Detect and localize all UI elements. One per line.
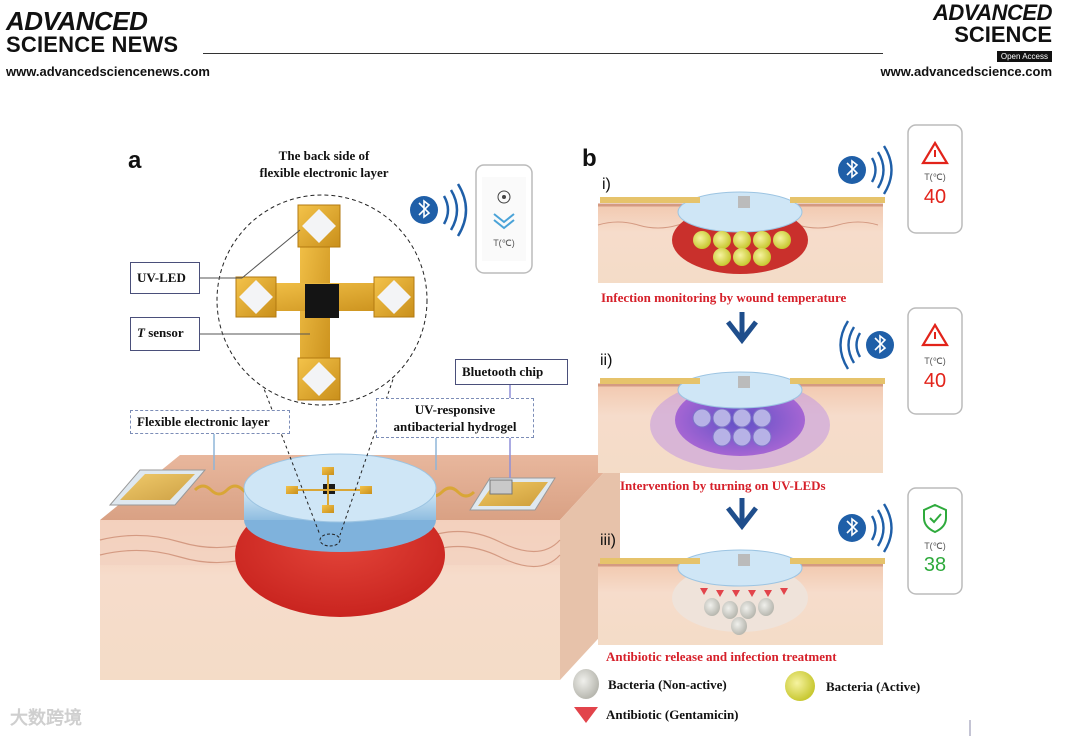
phone-b3 bbox=[907, 487, 963, 595]
alert-icon bbox=[921, 140, 949, 165]
bluetooth-icon-b3 bbox=[838, 503, 893, 553]
legend-antibiotic-label: Antibiotic (Gentamicin) bbox=[606, 707, 739, 722]
bluetooth-chip-label: Bluetooth chip bbox=[455, 359, 568, 385]
alert-icon bbox=[921, 322, 949, 347]
zoom-line-right bbox=[339, 299, 421, 536]
step-iii-antibiotic-drops bbox=[700, 588, 788, 597]
step-iii-illustration bbox=[598, 549, 885, 645]
arrow-down-1 bbox=[726, 312, 758, 345]
legend-antibiotic-swatch bbox=[574, 707, 598, 723]
left-url[interactable]: www.advancedsciencenews.com bbox=[6, 64, 210, 79]
flexible-layer-label: Flexible electronic layer bbox=[130, 410, 290, 434]
step-ii-caption: Intervention by turning on UV-LEDs bbox=[620, 478, 826, 493]
header-rule bbox=[203, 53, 883, 54]
step-i-active-bacteria bbox=[693, 231, 791, 266]
brand-right-line1: ADVANCED bbox=[932, 0, 1053, 25]
journal-brand-left: ADVANCED SCIENCE NEWS bbox=[6, 8, 178, 56]
journal-brand-right: ADVANCED SCIENCE Open Access bbox=[932, 0, 1053, 64]
legend-nonactive-label: Bacteria (Non-active) bbox=[608, 677, 727, 692]
zoom-title: The back side of flexible electronic lay… bbox=[236, 147, 412, 181]
zoom-title-line2: flexible electronic layer bbox=[259, 165, 389, 180]
flex-board-backside bbox=[235, 204, 415, 401]
zoom-title-line1: The back side of bbox=[278, 148, 370, 163]
hydrogel-line1: UV-responsive bbox=[414, 402, 496, 417]
phone-b2-value: 40 bbox=[923, 370, 947, 392]
open-access-badge: Open Access bbox=[996, 51, 1052, 62]
watermark-logo: 大数跨境 bbox=[10, 708, 82, 728]
shield-check-icon bbox=[923, 503, 947, 534]
panel-a-letter: a bbox=[128, 147, 142, 174]
right-url[interactable]: www.advancedscience.com bbox=[880, 64, 1052, 79]
phone-b2 bbox=[907, 307, 963, 415]
hydrogel-label: UV-responsive antibacterial hydrogel bbox=[376, 398, 534, 438]
panel-b-letter: b bbox=[582, 145, 597, 172]
step-ii-bacteria bbox=[692, 408, 772, 447]
bluetooth-icon bbox=[410, 183, 468, 237]
phone-b1-value: 40 bbox=[923, 186, 947, 208]
step-iii-nonactive-bacteria bbox=[704, 598, 774, 635]
legend-nonactive-swatch bbox=[573, 669, 599, 699]
brand-right-line2: SCIENCE bbox=[954, 22, 1052, 47]
phone-b2-label: T(℃) bbox=[924, 356, 946, 366]
uv-led-label: UV-LED bbox=[130, 262, 200, 294]
legend-active-swatch bbox=[785, 671, 815, 701]
brand-left-line1: ADVANCED bbox=[6, 6, 148, 36]
phone-b3-value: 38 bbox=[923, 554, 947, 576]
step-ii-numeral: ii) bbox=[600, 352, 613, 369]
brand-left-line2: SCIENCE NEWS bbox=[6, 32, 179, 57]
phone-b3-label: T(℃) bbox=[924, 541, 946, 551]
bluetooth-icon-b2 bbox=[839, 320, 894, 370]
phone-b1 bbox=[907, 124, 963, 234]
t-sensor-italic: T bbox=[137, 325, 145, 340]
bluetooth-icon-b1 bbox=[838, 145, 893, 195]
step-iii-caption: Antibiotic release and infection treatme… bbox=[606, 649, 837, 664]
phone-a bbox=[475, 164, 533, 274]
step-iii-numeral: iii) bbox=[600, 532, 616, 549]
hydrogel-line2: antibacterial hydrogel bbox=[393, 419, 517, 434]
t-sensor-text: sensor bbox=[144, 325, 184, 340]
legend-active-label: Bacteria (Active) bbox=[826, 679, 921, 694]
phone-a-temp-label: T(℃) bbox=[493, 238, 515, 248]
hydrogel-disk-top bbox=[243, 453, 437, 523]
arrow-down-2 bbox=[726, 498, 758, 531]
step-i-caption: Infection monitoring by wound temperatur… bbox=[601, 290, 847, 305]
step-i-numeral: i) bbox=[602, 176, 611, 193]
phone-b1-label: T(℃) bbox=[924, 172, 946, 182]
t-sensor-label: T sensor bbox=[130, 317, 200, 351]
